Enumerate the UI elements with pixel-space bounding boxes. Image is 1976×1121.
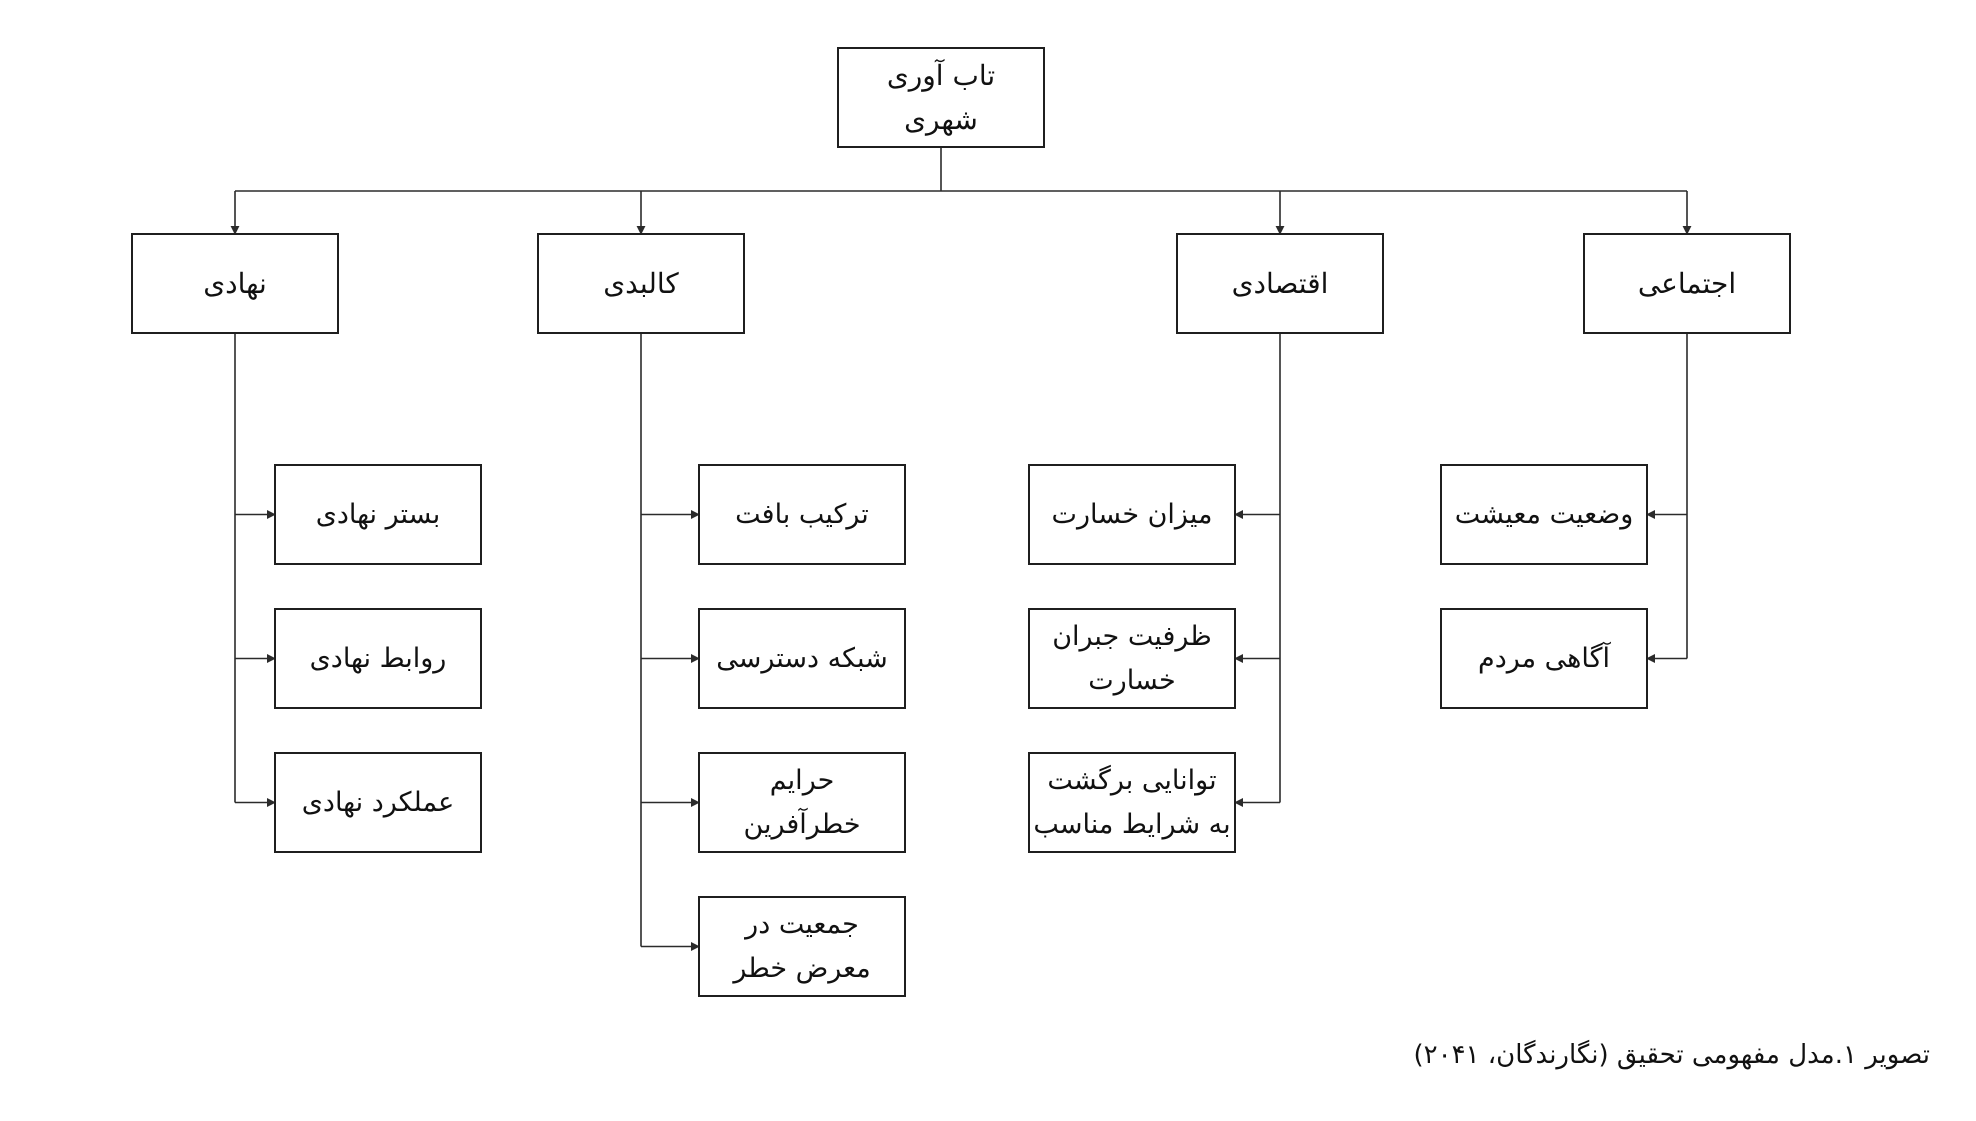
category-node-label: اجتماعی <box>1638 267 1736 300</box>
root-node-box <box>837 47 1045 148</box>
indicator-node-box <box>274 752 482 853</box>
category-node: اجتماعی <box>1583 233 1791 334</box>
category-node: اقتصادی <box>1176 233 1384 334</box>
indicator-node-label: میزان خسارت <box>1052 499 1213 530</box>
indicator-node-label: حرایم <box>770 765 835 796</box>
category-node-box <box>1176 233 1384 334</box>
category-node-label: اقتصادی <box>1232 267 1329 300</box>
indicator-node: وضعیت معیشت <box>1440 464 1648 565</box>
indicator-node-box <box>274 464 482 565</box>
indicator-node-label: جمعیت در <box>743 909 859 940</box>
connector-lines <box>230 147 1692 951</box>
indicator-node-label: روابط نهادی <box>310 643 447 674</box>
indicator-node: حرایم خطرآفرین <box>698 752 906 853</box>
indicator-node-label: ظرفیت جبران <box>1052 621 1212 652</box>
diagram-nodes: تاب آوری شهری نهادی بستر نهادی روابط نهادی عم… <box>131 47 1791 997</box>
category-node-label: نهادی <box>203 267 267 300</box>
indicator-node-box <box>698 752 906 853</box>
indicator-node: عملکرد نهادی <box>274 752 482 853</box>
indicator-node-label: عملکرد نهادی <box>302 787 454 818</box>
indicator-node-box <box>698 464 906 565</box>
indicator-node-label: توانایی برگشت <box>1047 764 1216 796</box>
indicator-node-box <box>1440 608 1648 709</box>
indicator-node: توانایی برگشت به شرایط مناسب <box>1028 752 1236 853</box>
indicator-node-box <box>274 608 482 709</box>
indicator-node: روابط نهادی <box>274 608 482 709</box>
indicator-node-box <box>698 896 906 997</box>
category-node: نهادی <box>131 233 339 334</box>
indicator-node-box <box>1028 464 1236 565</box>
root-node-label: تاب آوری <box>887 58 995 92</box>
indicator-node: میزان خسارت <box>1028 464 1236 565</box>
indicator-node-box <box>1028 608 1236 709</box>
indicator-node-label: آگاهی مردم <box>1478 641 1612 674</box>
category-node-box <box>537 233 745 334</box>
indicator-node-label: وضعیت معیشت <box>1455 499 1633 530</box>
indicator-node: جمعیت در معرض خطر <box>698 896 906 997</box>
indicator-node-label: به شرایط مناسب <box>1033 809 1230 840</box>
root-node: تاب آوری شهری <box>837 47 1045 148</box>
indicator-node-label: خطرآفرین <box>743 807 860 840</box>
indicator-node-box <box>1440 464 1648 565</box>
indicator-node: بستر نهادی <box>274 464 482 565</box>
indicator-node: ترکیب بافت <box>698 464 906 565</box>
figure-caption: تصویر ۱.مدل مفهومی تحقیق (نگارندگان، ۲۰۴… <box>1413 1040 1930 1070</box>
indicator-node-label: معرض خطر <box>731 953 870 984</box>
indicator-node: آگاهی مردم <box>1440 608 1648 709</box>
indicator-node-label: شبکه دسترسی <box>716 643 888 674</box>
category-node-label: کالبدی <box>603 267 679 300</box>
indicator-node-label: خسارت <box>1088 665 1175 696</box>
indicator-node: ظرفیت جبران خسارت <box>1028 608 1236 709</box>
category-node-box <box>131 233 339 334</box>
indicator-node-label: بستر نهادی <box>316 499 441 530</box>
indicator-node: شبکه دسترسی <box>698 608 906 709</box>
root-node-label: شهری <box>904 103 978 136</box>
category-node-box <box>1583 233 1791 334</box>
indicator-node-box <box>698 608 906 709</box>
indicator-node-label: ترکیب بافت <box>735 499 869 530</box>
category-node: کالبدی <box>537 233 745 334</box>
indicator-node-box <box>1028 752 1236 853</box>
